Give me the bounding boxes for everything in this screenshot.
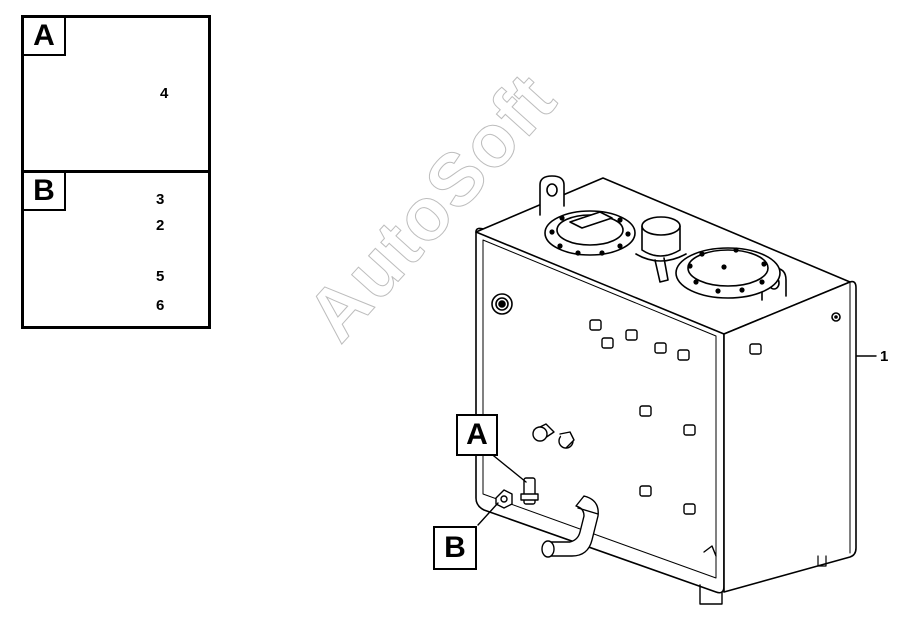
part-number-4: 4 — [160, 85, 169, 102]
inset-b-tag: B — [24, 173, 66, 211]
inset-a-tag: A — [24, 18, 66, 56]
part-number-1: 1 — [880, 348, 889, 365]
part-number-3: 3 — [156, 191, 165, 208]
part-number-5: 5 — [156, 268, 165, 285]
callout-a: A — [456, 414, 498, 456]
inset-b-panel: B — [21, 170, 211, 329]
front-face-fittings — [532, 319, 762, 515]
part-number-2: 2 — [156, 217, 165, 234]
leader-lines — [477, 355, 877, 526]
bottom-fittings — [495, 477, 717, 558]
inset-a-panel: A — [21, 15, 211, 173]
callout-b: B — [433, 526, 477, 570]
tank-top-features — [491, 175, 841, 322]
part-number-6: 6 — [156, 297, 165, 314]
